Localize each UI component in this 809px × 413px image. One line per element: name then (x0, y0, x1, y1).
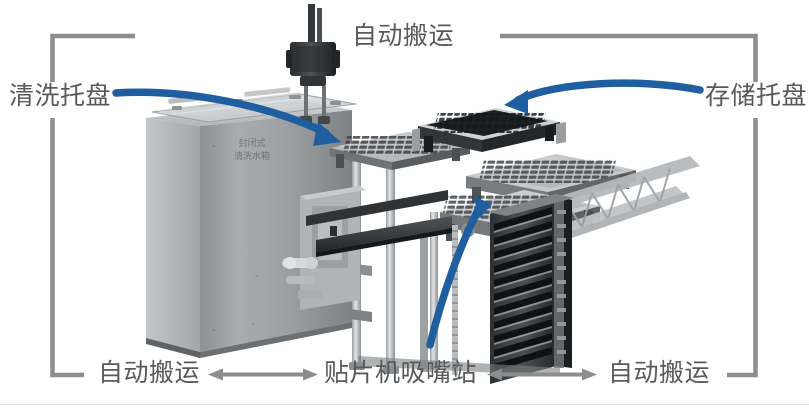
storage-rack (488, 194, 574, 384)
label-bottom-transfer-right: 自动搬运 (608, 359, 711, 387)
arrow-clean-tray (112, 88, 341, 146)
gantry-rail (306, 190, 452, 257)
arrow-nozzle-station (426, 196, 492, 349)
label-storage-tray: 存储托盘 (705, 82, 808, 110)
tank-caption-line1: 封闭式 (238, 137, 265, 148)
tank-caption-line2: 清洗水箱 (234, 150, 270, 161)
label-bottom-transfer-left: 自动搬运 (98, 359, 201, 387)
transfer-arrow-right (487, 368, 597, 381)
tray-storage-top (412, 108, 566, 152)
footer-divider (0, 404, 809, 405)
rack-shelves (494, 207, 552, 371)
transfer-arrow-left (208, 368, 318, 381)
machine-base (349, 356, 560, 376)
label-top-transfer: 自动搬运 (352, 22, 455, 50)
bracket-left (50, 33, 135, 378)
conveyor-rails (540, 156, 700, 242)
bracket-right (500, 33, 758, 378)
label-nozzle-station: 贴片机吸嘴站 (324, 359, 478, 387)
gantry-motor (286, 4, 340, 124)
arrow-storage-tray (504, 79, 704, 114)
label-clean-tray: 清洗托盘 (9, 82, 112, 110)
